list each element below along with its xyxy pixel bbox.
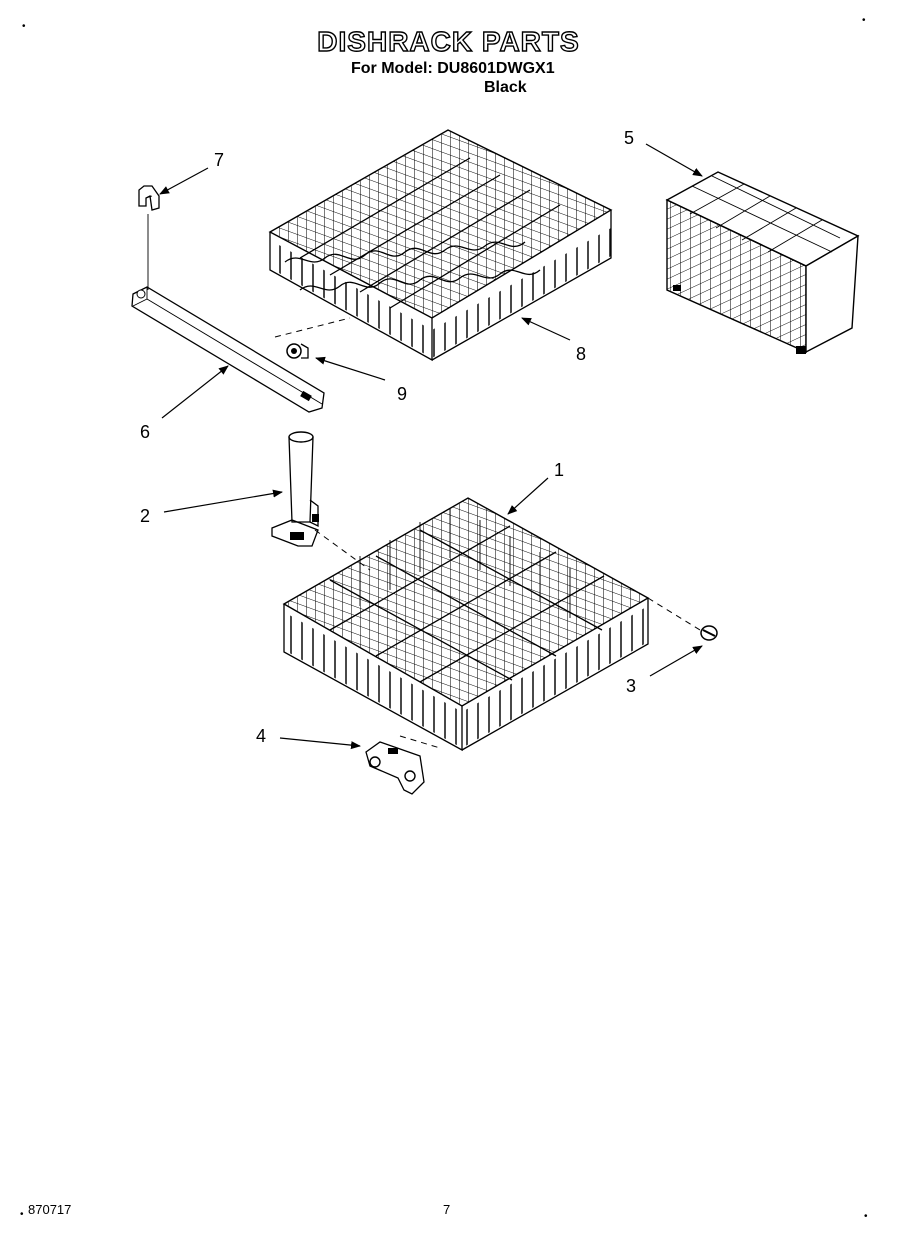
roller-assembly-part-4: [365, 741, 425, 795]
callout-9: 9: [397, 384, 407, 404]
corner-mark-top-left: •: [22, 21, 26, 32]
document-code: 870717: [28, 1202, 72, 1217]
end-cap-part-3: [700, 625, 718, 641]
callout-1: 1: [554, 460, 564, 480]
wash-tube-part-2: [271, 431, 319, 547]
corner-mark-bottom-right: •: [864, 1211, 868, 1222]
lower-rack-part-1: [282, 497, 701, 752]
callout-4: 4: [256, 726, 266, 746]
callout-2: 2: [140, 506, 150, 526]
rack-track-part-6: [131, 286, 325, 413]
callout-8: 8: [576, 344, 586, 364]
rack-stop-part-7: [138, 185, 160, 290]
roller-part-9: [274, 317, 351, 359]
callout-7: 7: [214, 150, 224, 170]
model-line: For Model: DU8601DWGX1: [351, 60, 555, 77]
page-number: 7: [443, 1202, 451, 1217]
corner-mark-top-right: •: [862, 15, 866, 26]
color-line: Black: [484, 79, 527, 96]
corner-mark-bottom-left: •: [20, 1209, 24, 1220]
page-title: DISHRACK PARTS: [317, 25, 580, 57]
callout-3: 3: [626, 676, 636, 696]
upper-rack-part-8: [268, 129, 613, 362]
callout-6: 6: [140, 422, 150, 442]
silverware-basket-part-5: [665, 171, 860, 354]
callout-5: 5: [624, 128, 634, 148]
callout-leaders: [159, 143, 703, 750]
